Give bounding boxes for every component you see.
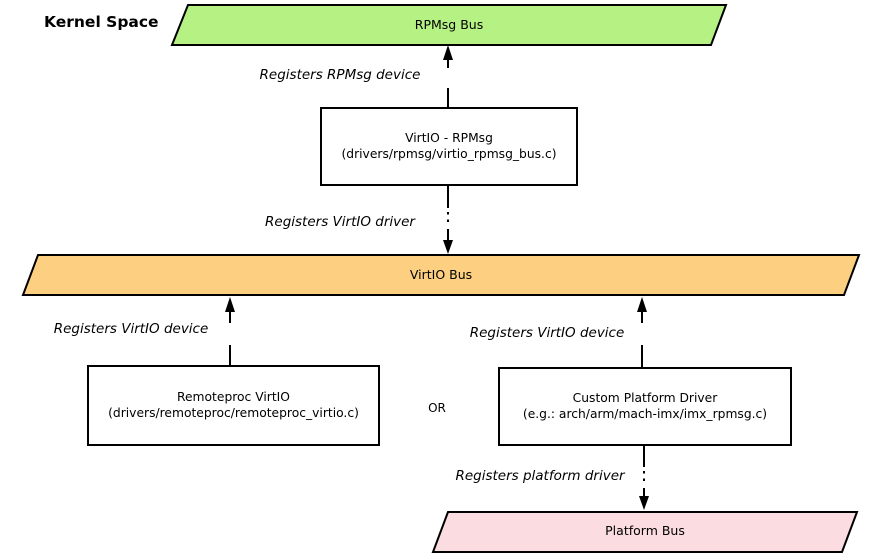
edge-label-registers-virtio-device-left: Registers VirtIO device (53, 321, 209, 337)
platform-bus-label: Platform Bus (605, 523, 685, 538)
edge-label-registers-platform-driver: Registers platform driver (455, 468, 625, 484)
virtio-rpmsg-box: VirtIO - RPMsg (drivers/rpmsg/virtio_rpm… (320, 107, 578, 186)
platform-bus-shape (431, 511, 859, 553)
arrow-registers-platform-driver (639, 446, 649, 510)
arrow-registers-rpmsg-device (443, 45, 453, 108)
virtio-bus-label: VirtIO Bus (409, 267, 473, 282)
custom-platform-driver-box: Custom Platform Driver (e.g.: arch/arm/m… (498, 367, 792, 446)
arrow-registers-virtio-driver (443, 186, 453, 254)
virtio-rpmsg-box-path: (drivers/rpmsg/virtio_rpmsg_bus.c) (341, 146, 557, 161)
remoteproc-virtio-box-title: Remoteproc VirtIO (177, 389, 290, 404)
custom-platform-driver-box-title: Custom Platform Driver (572, 390, 718, 405)
custom-platform-driver-box-path: (e.g.: arch/arm/mach-imx/imx_rpmsg.c) (522, 406, 768, 421)
or-label: OR (428, 401, 446, 415)
edge-label-registers-rpmsg-device: Registers RPMsg device (259, 67, 421, 83)
rpmsg-bus-shape (170, 4, 728, 46)
arrow-registers-virtio-device-left (225, 297, 235, 365)
remoteproc-virtio-box: Remoteproc VirtIO (drivers/remoteproc/re… (87, 365, 380, 446)
kernel-space-title: Kernel Space (44, 13, 159, 31)
rpmsg-bus-label: RPMsg Bus (414, 17, 484, 32)
arrow-registers-virtio-device-right (637, 297, 647, 367)
virtio-rpmsg-box-title: VirtIO - RPMsg (405, 130, 493, 145)
edge-label-registers-virtio-device-right: Registers VirtIO device (469, 325, 625, 341)
edge-label-registers-virtio-driver: Registers VirtIO driver (265, 214, 415, 230)
remoteproc-virtio-box-path: (drivers/remoteproc/remoteproc_virtio.c) (108, 405, 359, 420)
virtio-bus-shape (21, 254, 861, 296)
